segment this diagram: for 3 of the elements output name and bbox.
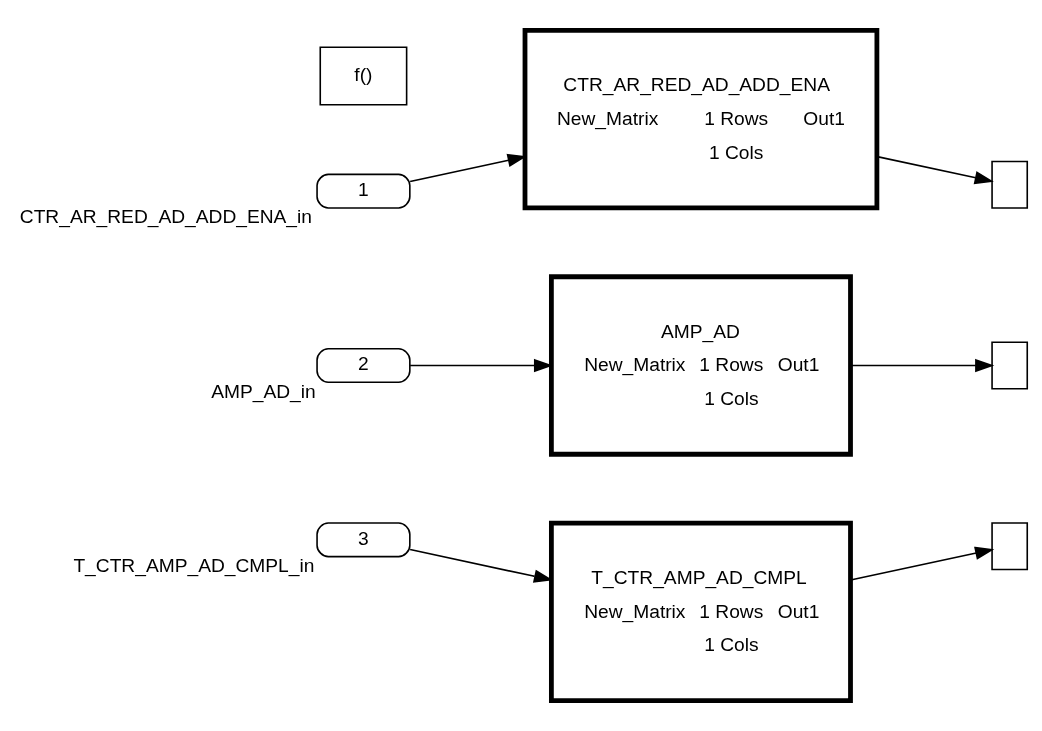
node-label: T_CTR_AMP_AD_CMPL_in [73,555,315,576]
node-label: AMP_AD_in [211,380,316,402]
node-label: CTR_AR_RED_AD_ADD_ENA_in [19,206,312,228]
